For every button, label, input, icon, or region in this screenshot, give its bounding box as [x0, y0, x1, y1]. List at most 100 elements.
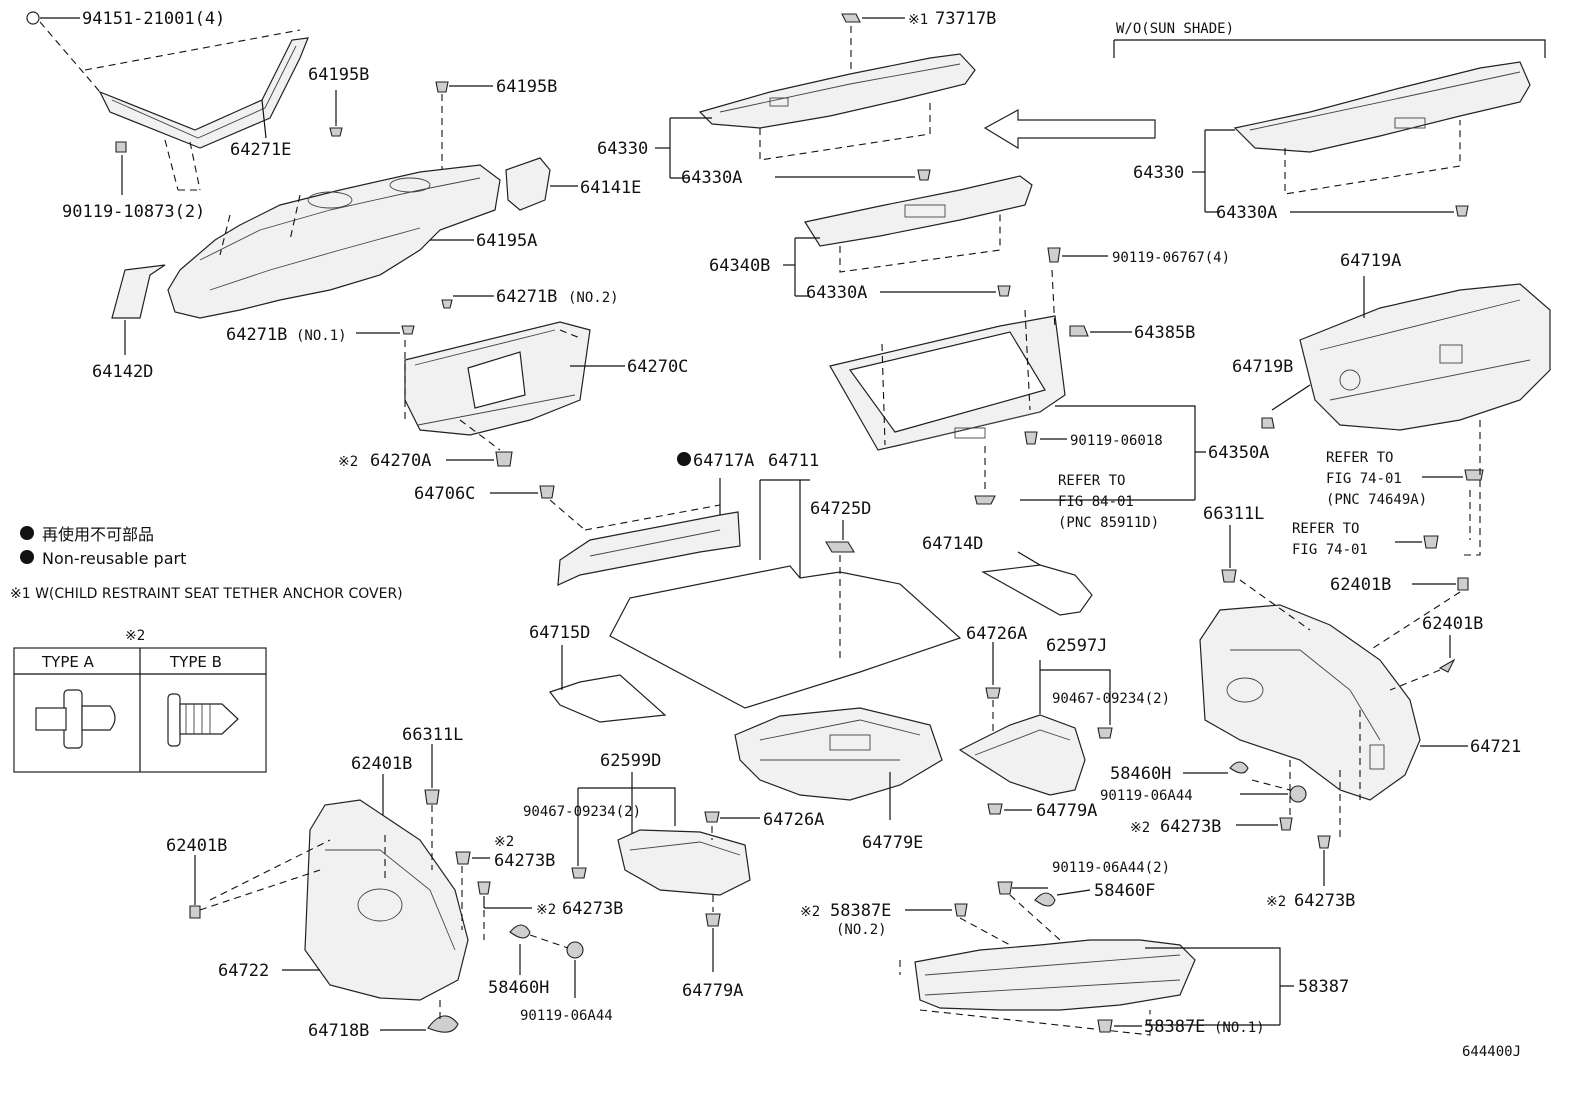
clip-icon	[1317, 835, 1331, 849]
label-58387e-no2[interactable]: 58387E	[830, 901, 891, 921]
label-64726a-lower[interactable]: 64726A	[763, 810, 824, 830]
label-64330a-1[interactable]: 64330A	[681, 168, 742, 188]
speaker-frame-group: 64271B (NO.2) 64271B (NO.1) 64270C ※2 64…	[226, 287, 688, 531]
label-90119-06018[interactable]: 90119-06018	[1070, 433, 1163, 449]
label-64142d[interactable]: 64142D	[92, 362, 153, 382]
label-64718b[interactable]: 64718B	[308, 1021, 369, 1041]
refer74a-line2[interactable]: FIG 74-01	[1326, 471, 1402, 487]
pad-icon	[1438, 658, 1456, 673]
legend-en: Non-reusable part	[42, 549, 186, 568]
label-64270c[interactable]: 64270C	[627, 357, 688, 377]
label-64330a-right[interactable]: 64330A	[1216, 203, 1277, 223]
label-64719b[interactable]: 64719B	[1232, 357, 1293, 377]
clip-icon	[1069, 325, 1089, 337]
label-64721[interactable]: 64721	[1470, 737, 1521, 757]
label-64330a-2[interactable]: 64330A	[806, 283, 867, 303]
nut-icon	[1034, 892, 1056, 907]
trunk-right-group: 64719A 64719B REFER TO FIG 74-01 (PNC 74…	[1100, 251, 1551, 911]
label-64273b-l2[interactable]: 64273B	[562, 899, 623, 919]
label-64719a[interactable]: 64719A	[1340, 251, 1401, 271]
label-64270a[interactable]: 64270A	[370, 451, 431, 471]
label-64271e[interactable]: 64271E	[230, 140, 291, 160]
label-64706c[interactable]: 64706C	[414, 484, 475, 504]
refer84-line2[interactable]: FIG 84-01	[1058, 494, 1134, 510]
label-64717a[interactable]: 64717A	[693, 451, 754, 471]
label-73717b[interactable]: 73717B	[935, 9, 996, 29]
label-64271b-no2[interactable]: 64271B	[496, 287, 557, 307]
panel-64719a	[1299, 283, 1551, 431]
label-64350a[interactable]: 64350A	[1208, 443, 1269, 463]
box-62597j	[958, 714, 1086, 796]
refer74b-line2[interactable]: FIG 74-01	[1292, 542, 1368, 558]
label-90119-06a44-2[interactable]: 90119-06A44(2)	[1052, 860, 1170, 876]
clip-icon	[1261, 417, 1275, 429]
label-90119-06767[interactable]: 90119-06767(4)	[1112, 250, 1230, 266]
label-64779e[interactable]: 64779E	[862, 833, 923, 853]
mark2-64273b-l2: ※2	[536, 902, 556, 918]
label-64722[interactable]: 64722	[218, 961, 269, 981]
label-90467-upper[interactable]: 90467-09234(2)	[1052, 691, 1170, 707]
label-58387e-no1[interactable]: 58387E	[1144, 1017, 1205, 1037]
label-64273b-r2[interactable]: 64273B	[1294, 891, 1355, 911]
refer84-line3[interactable]: (PNC 85911D)	[1058, 515, 1159, 531]
clip-icon	[1455, 205, 1469, 217]
label-64726a-upper[interactable]: 64726A	[966, 624, 1027, 644]
label-58387[interactable]: 58387	[1298, 977, 1349, 997]
label-64779a-right[interactable]: 64779A	[1036, 801, 1097, 821]
label-90119-06a44-right[interactable]: 90119-06A44	[1100, 788, 1193, 804]
refer74a-line1[interactable]: REFER TO	[1326, 450, 1393, 466]
label-90467-lower[interactable]: 90467-09234(2)	[523, 804, 641, 820]
clip-icon	[705, 913, 721, 927]
cowl-rail-group: 94151-21001(4) 64271E 64195B 90119-10873…	[26, 9, 557, 222]
label-64385b[interactable]: 64385B	[1134, 323, 1195, 343]
label-58460h-right[interactable]: 58460H	[1110, 764, 1171, 784]
label-64330-left[interactable]: 64330	[597, 139, 648, 159]
label-66311l-right[interactable]: 66311L	[1203, 504, 1264, 524]
label-62599d[interactable]: 62599D	[600, 751, 661, 771]
clip-icon	[1279, 817, 1293, 831]
label-64141e[interactable]: 64141E	[580, 178, 641, 198]
label-90119-10873[interactable]: 90119-10873(2)	[62, 202, 205, 222]
legend: 再使用不可部品 Non-reusable part ※1 W(CHILD RES…	[10, 525, 403, 773]
sill-plate-group: 90119-06A44(2) 58460F ※2 58387E (NO.2) 5…	[800, 860, 1349, 1037]
refer74b-line1[interactable]: REFER TO	[1292, 521, 1359, 537]
label-58460f[interactable]: 58460F	[1094, 881, 1155, 901]
refer84-line1[interactable]: REFER TO	[1058, 473, 1125, 489]
direction-arrow-icon	[983, 108, 1156, 150]
label-94151-21001[interactable]: 94151-21001(4)	[82, 9, 225, 29]
package-tray-support: 64195A 64141E 64142D	[92, 157, 641, 382]
refer74a-line3[interactable]: (PNC 74649A)	[1326, 492, 1427, 508]
label-64195b-a[interactable]: 64195B	[308, 65, 369, 85]
label-90119-06a44-left[interactable]: 90119-06A44	[520, 1008, 613, 1024]
label-64715d[interactable]: 64715D	[529, 623, 590, 643]
label-64711[interactable]: 64711	[768, 451, 819, 471]
label-64725d[interactable]: 64725D	[810, 499, 871, 519]
label-64273b-r1[interactable]: 64273B	[1160, 817, 1221, 837]
label-64340b[interactable]: 64340B	[709, 256, 770, 276]
package-tray-trims: ※1 73717B 64330 64330A 64340B 64330A	[597, 9, 1156, 303]
trim-64717a	[557, 511, 741, 586]
label-64271b-no2-note: (NO.2)	[568, 290, 619, 306]
label-64330-right[interactable]: 64330	[1133, 163, 1184, 183]
mark2-58387e-no2: ※2	[800, 904, 820, 920]
label-64714d[interactable]: 64714D	[922, 534, 983, 554]
label-62401b-r2[interactable]: 62401B	[1422, 614, 1483, 634]
label-64779a-lower[interactable]: 64779A	[682, 981, 743, 1001]
clip-icon	[571, 867, 587, 879]
label-66311l-left[interactable]: 66311L	[402, 725, 463, 745]
label-58460h-left[interactable]: 58460H	[488, 978, 549, 998]
label-62401b-l2[interactable]: 62401B	[166, 836, 227, 856]
label-64195b-b[interactable]: 64195B	[496, 77, 557, 97]
label-64195a[interactable]: 64195A	[476, 231, 537, 251]
clip-icon	[441, 299, 453, 309]
label-64271b-no1[interactable]: 64271B	[226, 325, 287, 345]
label-wo-sunshade[interactable]: W/O(SUN SHADE)	[1116, 21, 1234, 37]
cover-64718b	[427, 1015, 459, 1033]
label-64273b-l1[interactable]: 64273B	[494, 851, 555, 871]
label-62597j[interactable]: 62597J	[1046, 636, 1107, 656]
box-62599d-group: 62599D 90467-09234(2) 64726A 64779A	[523, 751, 824, 1001]
label-62401b-l1[interactable]: 62401B	[351, 754, 412, 774]
label-62401b-r1[interactable]: 62401B	[1330, 575, 1391, 595]
tray-frame-group: 90119-06767(4) 64385B 90119-06018 64350A…	[829, 247, 1269, 531]
clip-icon	[1097, 1019, 1113, 1033]
